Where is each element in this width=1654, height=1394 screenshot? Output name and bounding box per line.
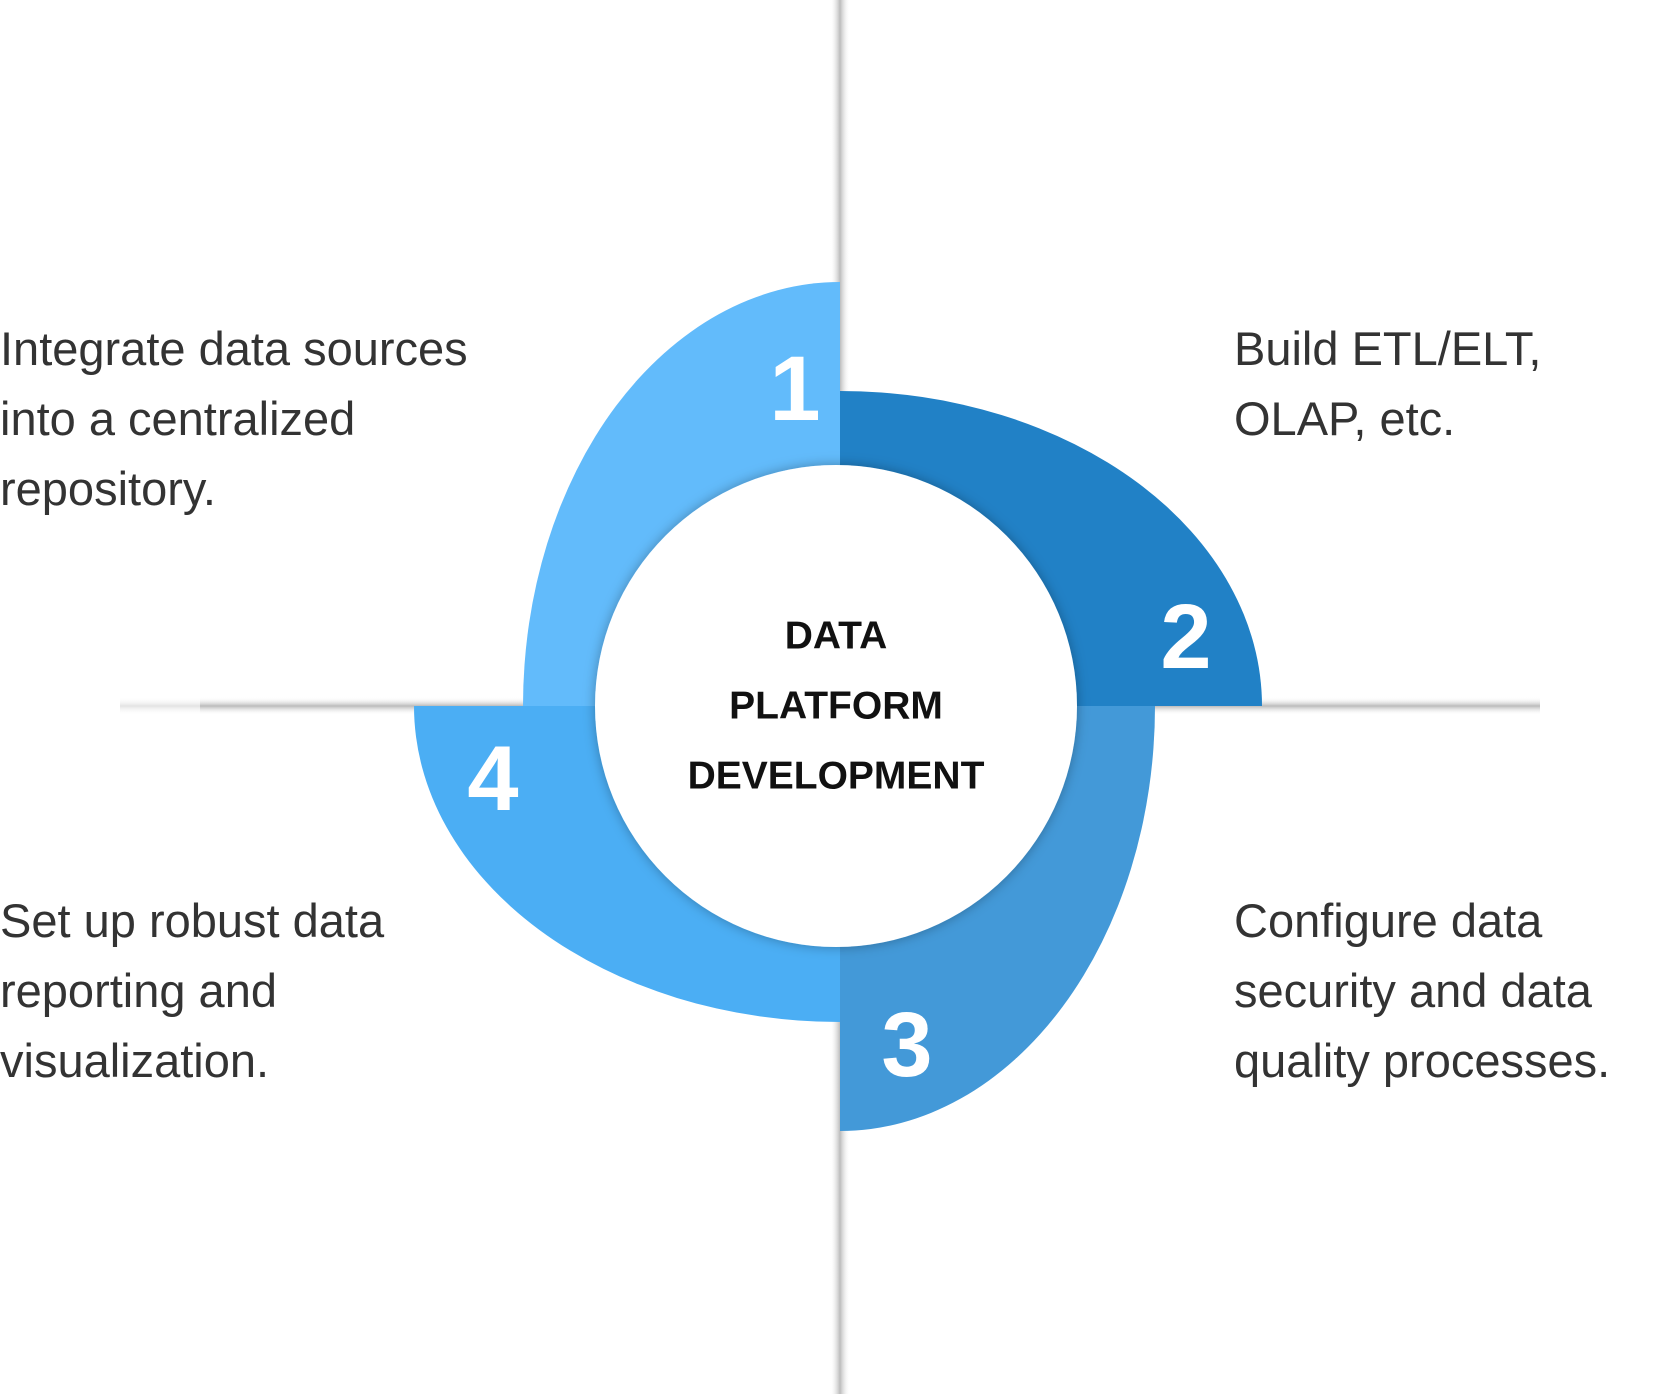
desc-line: quality processes. <box>1234 1034 1611 1087</box>
desc-line: visualization. <box>0 1034 270 1087</box>
step-1-description: Integrate data sources into a centralize… <box>0 314 468 524</box>
desc-line: reporting and <box>0 964 277 1017</box>
desc-line: into a centralized <box>0 392 356 445</box>
center-title-line-2: PLATFORM <box>729 685 943 728</box>
step-number-1: 1 <box>769 338 820 440</box>
step-2-description: Build ETL/ELT, OLAP, etc. <box>1234 314 1541 454</box>
desc-line: security and data <box>1234 964 1592 1017</box>
center-title-line-1: DATA <box>785 615 888 658</box>
desc-line: Set up robust data <box>0 894 385 947</box>
desc-line: OLAP, etc. <box>1234 392 1456 445</box>
step-number-2: 2 <box>1160 586 1211 688</box>
center-title-line-3: DEVELOPMENT <box>688 755 985 798</box>
step-number-3: 3 <box>881 994 932 1096</box>
step-number-4: 4 <box>467 728 518 830</box>
desc-line: Configure data <box>1234 894 1543 947</box>
step-4-description: Set up robust data reporting and visuali… <box>0 886 384 1096</box>
desc-line: Integrate data sources <box>0 322 468 375</box>
center-circle <box>595 465 1077 947</box>
desc-line: repository. <box>0 462 216 515</box>
step-3-description: Configure data security and data quality… <box>1234 886 1610 1096</box>
desc-line: Build ETL/ELT, <box>1234 322 1542 375</box>
